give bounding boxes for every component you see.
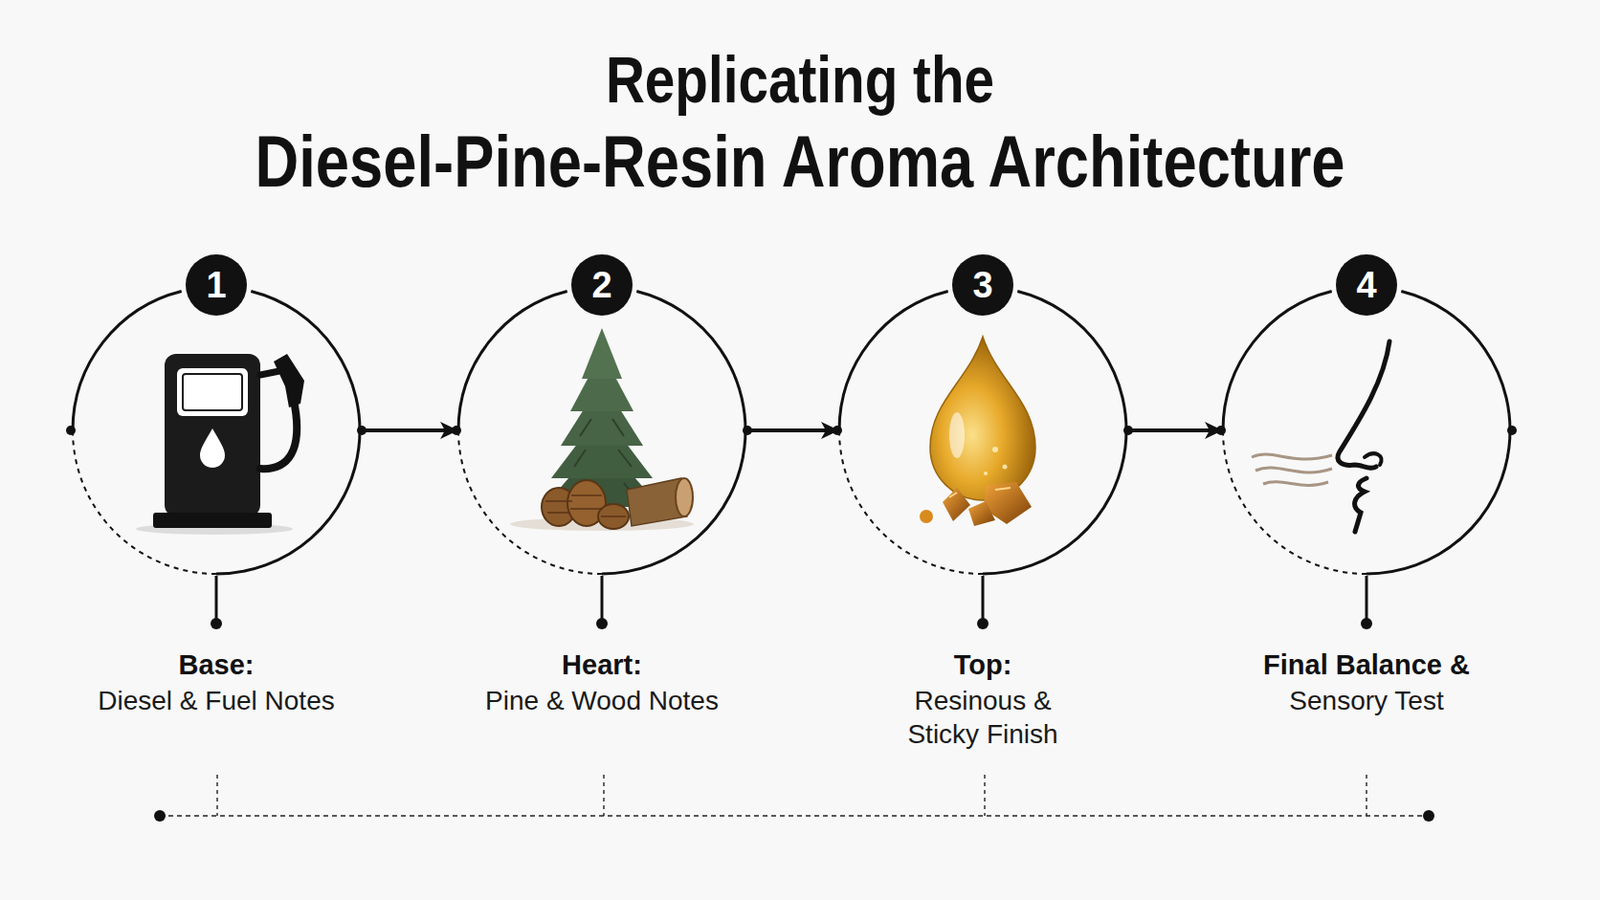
stem-dot (596, 618, 608, 630)
stem-line (600, 576, 604, 621)
step-label-group: Base:Diesel & Fuel Notes (53, 645, 379, 718)
badge-circle (571, 254, 633, 316)
stems (210, 576, 1373, 630)
ring-dashed-arc (1222, 430, 1367, 575)
stem-line (215, 576, 219, 621)
badge-circle (185, 254, 247, 316)
pump-holder (260, 371, 280, 376)
stem-dot (977, 618, 989, 630)
ring-solid-arc (216, 290, 360, 575)
timeline-end-dot (1422, 810, 1435, 823)
nose-profile (1337, 341, 1390, 468)
flow-arrow (361, 428, 457, 433)
amber-bead (919, 510, 934, 524)
drop-bubble (1002, 465, 1008, 470)
resin-drop (930, 336, 1036, 501)
timeline-tick (1365, 775, 1367, 817)
flow-arrow (1128, 428, 1222, 433)
step-description: Diesel & Fuel Notes (53, 684, 379, 718)
step-ring (1221, 285, 1512, 577)
ring-solid-arc (839, 290, 949, 431)
ring-dashed-arc (839, 430, 983, 575)
step-ring (837, 285, 1129, 577)
pump-base (153, 512, 272, 529)
pump-nozzle (273, 354, 305, 408)
step-node: Top:Resinous & Sticky Finish (837, 285, 1129, 577)
pump-screen-frame (182, 374, 243, 411)
ring-dashed-arc (458, 430, 602, 575)
callout-number: 1 (185, 254, 247, 316)
stem-dot (210, 618, 223, 630)
timeline-end-dot (154, 810, 166, 823)
badge-circle (1335, 254, 1398, 316)
flow-arrow (747, 428, 838, 433)
step-ring (70, 285, 362, 577)
timeline-tick (602, 775, 604, 817)
nose-icon (1251, 341, 1390, 533)
timeline-tick (983, 775, 985, 817)
lips-chin (1355, 478, 1367, 533)
ring-solid-arc (72, 290, 182, 431)
step-description: Sensory Test (1203, 684, 1530, 718)
amber-chunk (968, 501, 996, 527)
callout-number: 3 (952, 254, 1014, 316)
step-label-group: Heart:Pine & Wood Notes (439, 645, 765, 718)
stem-line (981, 576, 985, 621)
title-spacer (146, 38, 578, 77)
ring-dashed-arc (72, 430, 217, 575)
drop-bubble (983, 471, 988, 476)
scent-wave (1255, 467, 1333, 473)
step-label-group: Final Balance &Sensory Test (1203, 645, 1530, 718)
ring-solid-arc (601, 290, 746, 575)
callout-number: 4 (1335, 254, 1398, 316)
step-description: Pine & Wood Notes (439, 684, 765, 718)
step-heading: Base: (53, 645, 379, 685)
ring-solid-arc (1366, 290, 1511, 575)
timeline-tick (216, 775, 218, 817)
resin-drop-icon (919, 336, 1036, 527)
log-end (675, 478, 693, 517)
amber-highlight (949, 488, 1011, 498)
step-heading: Heart: (439, 645, 765, 685)
step-heading: Final Balance & (1203, 645, 1530, 685)
scent-wave (1263, 482, 1329, 487)
ring-solid-arc (1222, 290, 1333, 431)
ring-solid-arc (458, 290, 568, 431)
timeline-line (159, 815, 1429, 818)
pump-screen (177, 368, 248, 417)
step-label-group: Top:Resinous & Sticky Finish (891, 645, 1074, 752)
step-node: Final Balance &Sensory Test (1221, 285, 1512, 577)
drop-highlight (949, 412, 965, 459)
step-description: Resinous & Sticky Finish (891, 684, 1074, 752)
pinecone-scales (545, 495, 626, 517)
fuel-pump-icon (135, 354, 305, 535)
scent-wave (1251, 454, 1333, 460)
diagram-title: Replicating the Diesel-Pine-Resin Aroma … (255, 43, 1346, 202)
pump-hose (260, 405, 297, 469)
title-spacer (1022, 38, 1454, 77)
nostril (1364, 453, 1382, 466)
step-node: Base:Diesel & Fuel Notes (70, 285, 362, 577)
timeline (154, 775, 1435, 823)
pine-tree-icon (510, 328, 694, 532)
tree-tier (581, 328, 623, 379)
side-dots (66, 425, 1517, 436)
step-ring (456, 285, 748, 577)
ring-solid-arc (982, 290, 1127, 575)
pump-body (164, 354, 261, 517)
badges (185, 254, 1398, 316)
title-block: Replicating the Diesel-Pine-Resin Aroma … (146, 38, 1454, 203)
stem-dot (1360, 618, 1373, 630)
pump-drop (200, 428, 225, 468)
drop-bubble (992, 446, 999, 453)
callout-number: 2 (571, 254, 633, 316)
stem-line (1365, 576, 1369, 621)
step-heading: Top: (891, 645, 1074, 685)
badge-circle (952, 254, 1014, 316)
step-node: Heart:Pine & Wood Notes (456, 285, 748, 577)
